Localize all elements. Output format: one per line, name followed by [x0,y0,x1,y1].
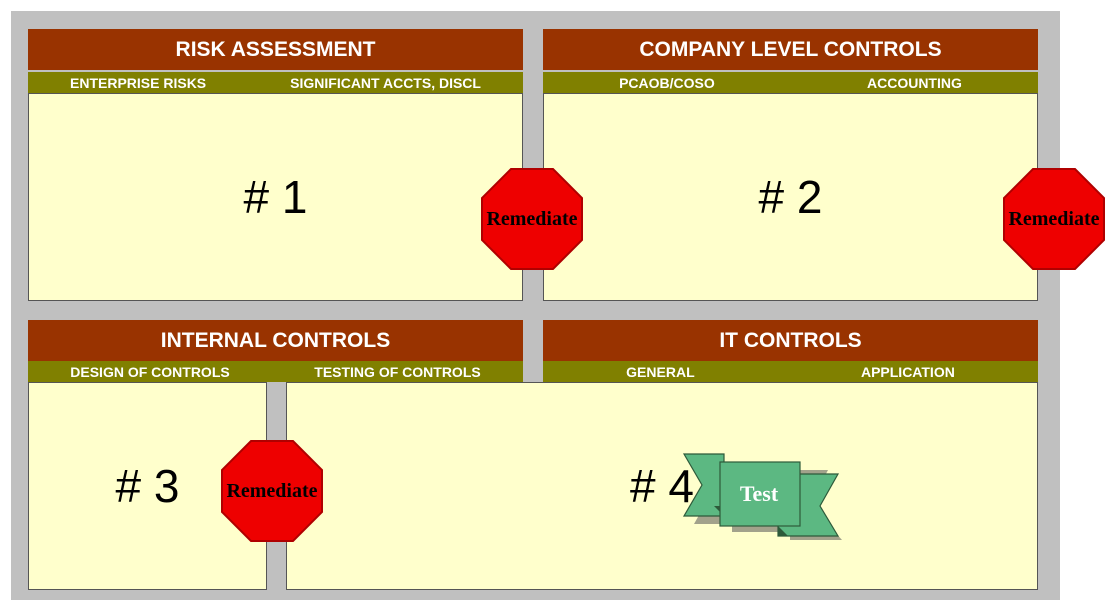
sub-label-significant-accts: SIGNIFICANT ACCTS, DISCL [290,74,481,91]
remediate-stop-sign-1: Remediate [481,168,583,270]
stop-sign-label: Remediate [1008,207,1100,230]
panel-1: # 1 [28,93,523,301]
panel-2: # 2 [543,93,1038,301]
octagon-stop-icon [1003,168,1105,270]
panel-number-3: # 3 [115,460,180,512]
sub-label-enterprise-risks: ENTERPRISE RISKS [70,74,207,91]
remediate-stop-sign-3: Remediate [221,440,323,542]
subheader-internal-controls: DESIGN OF CONTROLS TESTING OF CONTROLS [28,361,523,382]
stop-sign-label: Remediate [486,207,578,230]
subheader-risk-assessment: ENTERPRISE RISKS SIGNIFICANT ACCTS, DISC… [28,72,523,93]
remediate-stop-sign-2: Remediate [1003,168,1105,270]
subheader-it-controls: GENERAL APPLICATION [543,361,1038,382]
panel-number-2: # 2 [758,171,823,223]
panel-number-1: # 1 [243,171,308,223]
sub-label-pcaob-coso: PCAOB/COSO [619,74,715,91]
header-risk-assessment: RISK ASSESSMENT [28,29,523,70]
test-label: Test [740,481,779,506]
octagon-stop-icon [481,168,583,270]
sub-label-application: APPLICATION [860,363,955,380]
header-it-controls: IT CONTROLS [543,320,1038,361]
sub-label-general: GENERAL [626,363,695,380]
sub-label-testing-of-controls: TESTING OF CONTROLS [314,363,481,380]
stop-sign-label: Remediate [226,479,318,502]
octagon-stop-icon [221,440,323,542]
ribbon-banner-icon: Test [682,453,842,540]
sub-label-design-of-controls: DESIGN OF CONTROLS [70,363,230,380]
panel-number-4: # 4 [630,460,694,512]
sub-label-accounting: ACCOUNTING [866,74,962,91]
panel-4: # 4 [286,382,1038,590]
subheader-company-level-controls: PCAOB/COSO ACCOUNTING [543,72,1038,93]
header-internal-controls: INTERNAL CONTROLS [28,320,523,361]
header-company-level-controls: COMPANY LEVEL CONTROLS [543,29,1038,70]
test-ribbon: Test [680,452,850,552]
